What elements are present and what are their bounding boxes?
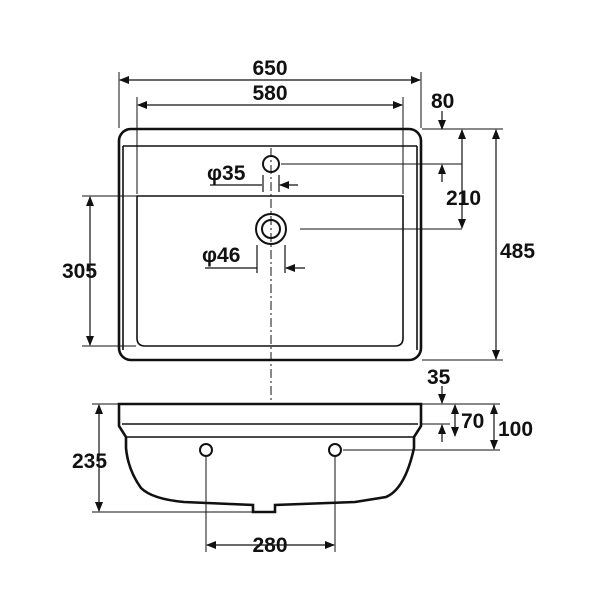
front-view: 35 70 100 235 280 — [72, 366, 533, 557]
basin-front-outline — [117, 402, 423, 514]
label-580: 580 — [252, 82, 287, 105]
label-phi46: φ46 — [202, 244, 240, 267]
label-235: 235 — [72, 450, 107, 473]
mount-hole-left — [199, 443, 213, 457]
label-305: 305 — [62, 260, 97, 283]
label-100: 100 — [498, 418, 533, 441]
mount-hole-right — [328, 443, 342, 457]
top-view: 650 580 80 φ35 210 485 305 φ46 — [62, 57, 535, 362]
label-phi35: φ35 — [207, 162, 246, 185]
label-650: 650 — [252, 57, 287, 80]
label-80: 80 — [431, 90, 454, 113]
label-210: 210 — [446, 187, 481, 210]
label-70: 70 — [461, 410, 484, 433]
label-35: 35 — [427, 366, 451, 389]
label-485: 485 — [500, 240, 535, 263]
basin-inner-bowl — [136, 195, 404, 347]
label-280: 280 — [252, 534, 287, 557]
